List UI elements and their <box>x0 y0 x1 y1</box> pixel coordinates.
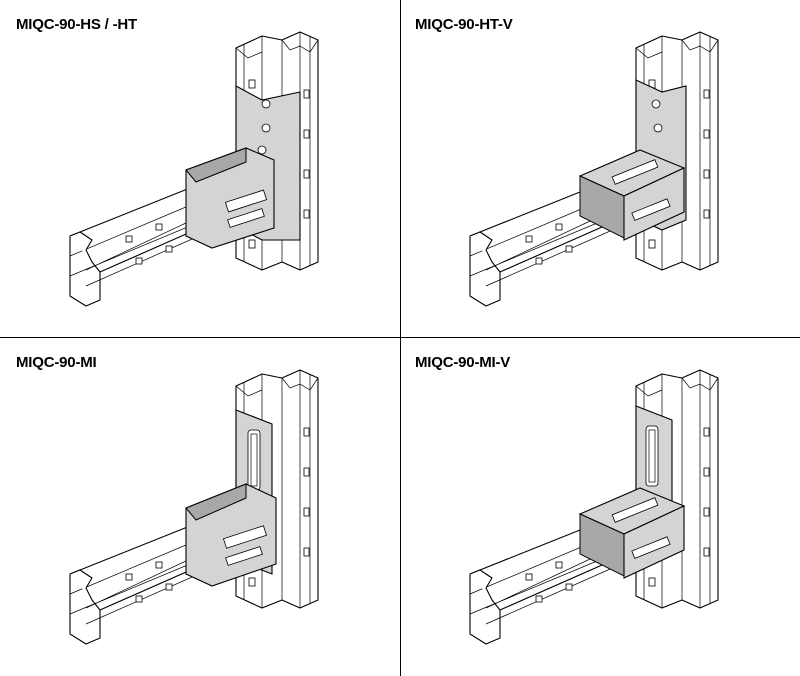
panel-label: MIQC-90-HS / -HT <box>16 16 137 33</box>
panel-label: MIQC-90-HT-V <box>415 16 513 33</box>
panel-miqc-90-mi-v: MIQC-90-MI-V <box>400 338 800 676</box>
panel-label: MIQC-90-MI <box>16 354 97 371</box>
panel-miqc-90-hs-ht: MIQC-90-HS / -HT <box>0 0 400 338</box>
horizontal-divider <box>0 337 800 338</box>
connector-hs-illustration <box>69 31 319 307</box>
vertical-divider <box>400 0 401 676</box>
panel-label: MIQC-90-MI-V <box>415 354 511 371</box>
connector-mi-illustration <box>69 369 319 645</box>
panel-miqc-90-mi: MIQC-90-MI <box>0 338 400 676</box>
panel-miqc-90-ht-v: MIQC-90-HT-V <box>400 0 800 338</box>
connector-ht-v-illustration <box>469 31 719 307</box>
connector-mi-v-illustration <box>469 369 719 645</box>
